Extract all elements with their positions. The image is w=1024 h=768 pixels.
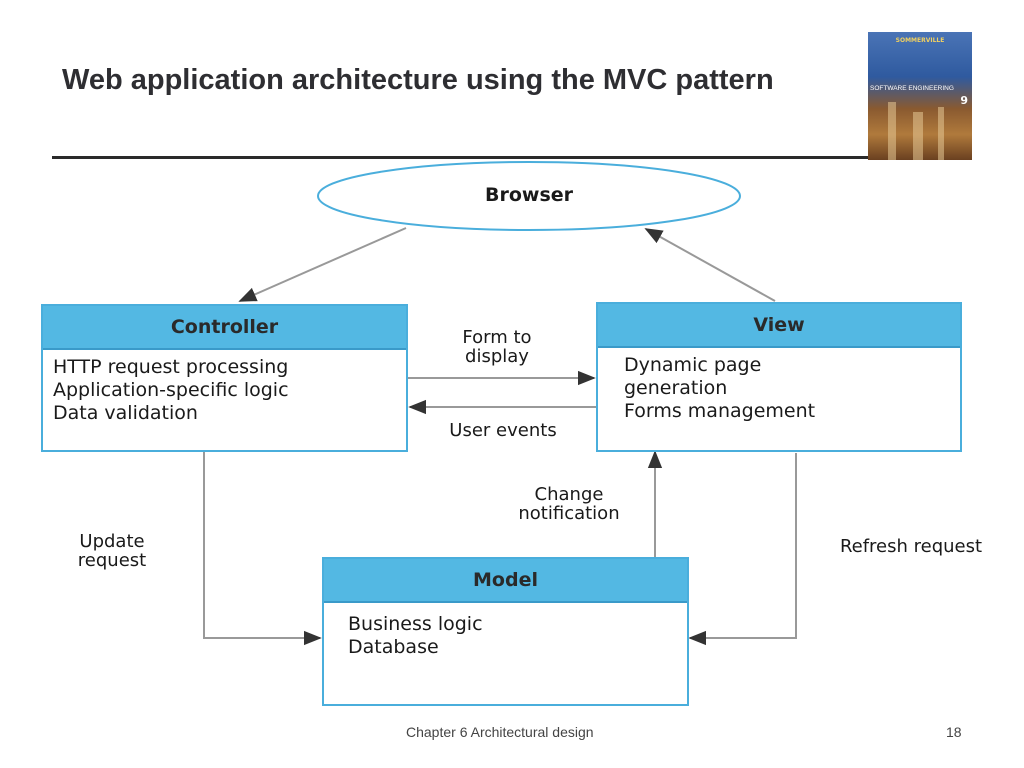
view-to-browser-arrow xyxy=(644,228,776,302)
change-notification-line: notification xyxy=(518,503,620,524)
book-cover-image: SOMMERVILLE SOFTWARE ENGINEERING 9 xyxy=(868,32,972,160)
view-title: View xyxy=(598,304,960,348)
form-to-display-line: display xyxy=(465,346,529,367)
form-to-display-label: Form to display xyxy=(437,328,557,366)
view-box: View Dynamic page generation Forms manag… xyxy=(596,302,962,452)
model-items: Business logic Database xyxy=(324,603,687,665)
book-cover-author: SOMMERVILLE xyxy=(895,37,945,44)
model-title: Model xyxy=(324,559,687,603)
refresh-request-label: Refresh request xyxy=(839,536,983,557)
controller-box: Controller HTTP request processing Appli… xyxy=(41,304,408,452)
model-item: Business logic xyxy=(348,613,483,635)
view-to-model-arrow xyxy=(688,453,797,646)
controller-item: Data validation xyxy=(53,402,198,424)
change-notification-line: Change xyxy=(534,484,604,505)
controller-title: Controller xyxy=(43,306,406,350)
update-request-label: Update request xyxy=(52,532,172,570)
title-divider xyxy=(52,156,870,159)
update-request-line: Update xyxy=(79,531,145,552)
model-box: Model Business logic Database xyxy=(322,557,689,706)
slide-footer: Chapter 6 Architectural design xyxy=(406,724,594,740)
book-cover-title: SOFTWARE ENGINEERING xyxy=(870,85,954,92)
slide-title: Web application architecture using the M… xyxy=(62,64,774,96)
controller-item: Application-specific logic xyxy=(53,379,289,401)
controller-item: HTTP request processing xyxy=(53,356,289,378)
browser-to-controller-arrow xyxy=(238,227,407,302)
view-item: Dynamic page xyxy=(624,354,762,376)
change-notification-label: Change notification xyxy=(490,485,648,523)
book-cover-edition: 9 xyxy=(960,94,968,107)
page-number: 18 xyxy=(946,724,962,740)
controller-items: HTTP request processing Application-spec… xyxy=(43,350,406,431)
controller-to-model-arrow xyxy=(203,452,322,646)
browser-label: Browser xyxy=(484,184,574,206)
update-request-line: request xyxy=(77,550,147,571)
view-items: Dynamic page generation Forms management xyxy=(598,348,960,429)
view-item: generation xyxy=(624,377,728,399)
form-to-display-line: Form to xyxy=(462,327,532,348)
browser-node xyxy=(317,161,741,231)
view-item: Forms management xyxy=(624,400,816,422)
user-events-label: User events xyxy=(449,420,557,441)
model-item: Database xyxy=(348,636,439,658)
